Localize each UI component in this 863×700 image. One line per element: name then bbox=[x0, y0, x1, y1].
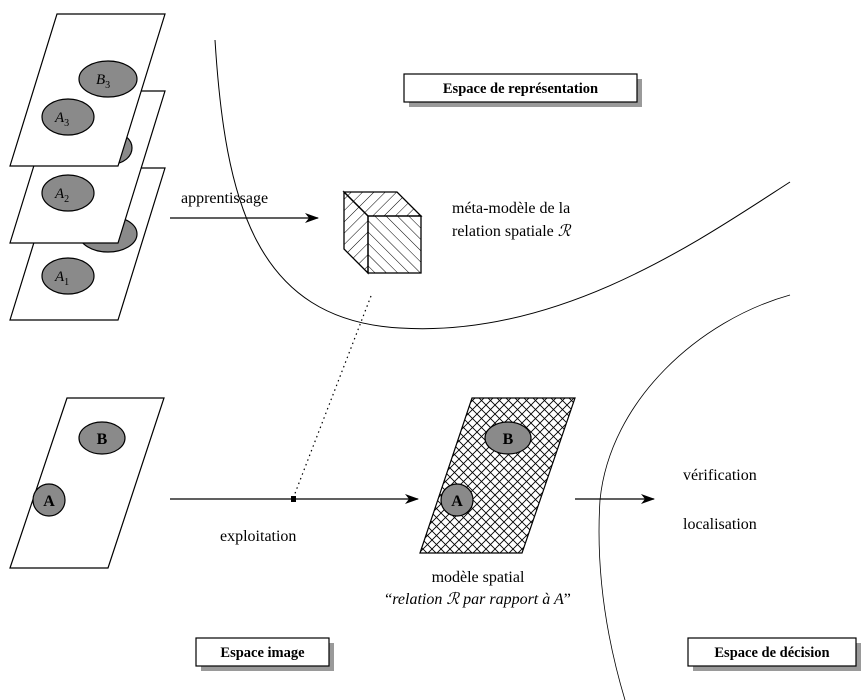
single-image-label-b: B bbox=[97, 431, 108, 448]
meta-model-cube bbox=[342, 190, 423, 275]
plane-3-ellipse-a bbox=[41, 98, 95, 136]
plane-stack: A1 A2 B3 A3 bbox=[9, 13, 166, 321]
single-image-label-a: A bbox=[43, 493, 55, 510]
plane-3-label-b: B3 bbox=[96, 72, 110, 91]
plane-2-label-a: A2 bbox=[54, 186, 69, 205]
spatial-model-ellipse-a bbox=[440, 483, 474, 517]
spatial-model-label: modèle spatial bbox=[432, 569, 525, 586]
plane-1-ellipse-a bbox=[41, 257, 95, 295]
svg-text:Espace de représentation: Espace de représentation bbox=[443, 81, 598, 97]
svg-text:Espace image: Espace image bbox=[220, 645, 305, 661]
plane-3: B3 A3 bbox=[9, 13, 166, 167]
verification-label: vérification bbox=[683, 467, 757, 484]
image-space-box: Espace image bbox=[195, 637, 334, 671]
exploitation-label: exploitation bbox=[220, 528, 296, 545]
exploitation-arrow-tick bbox=[291, 496, 296, 502]
spatial-model-label-b: B bbox=[503, 431, 514, 448]
representation-space-box: Espace de représentation bbox=[403, 73, 642, 107]
single-image-plane: B A bbox=[9, 397, 165, 569]
apprentissage-label: apprentissage bbox=[181, 190, 268, 207]
decision-space-box: Espace de décision bbox=[687, 637, 861, 671]
decision-boundary-curve bbox=[598, 294, 791, 700]
single-image-ellipse-a bbox=[32, 483, 66, 517]
meta-model-label-line1: méta-modèle de la bbox=[452, 200, 570, 217]
meta-model-label-line2: relation spatiale ℛ bbox=[452, 221, 572, 240]
plane-1-label-a: A1 bbox=[54, 269, 69, 288]
dotted-link bbox=[293, 295, 372, 497]
svg-text:Espace de décision: Espace de décision bbox=[714, 645, 829, 661]
spatial-model-ellipse-b bbox=[484, 421, 532, 455]
plane-2-ellipse-a bbox=[41, 174, 95, 212]
single-image-ellipse-b bbox=[78, 421, 126, 455]
plane-3-ellipse-b bbox=[78, 60, 138, 98]
spatial-model-label-a: A bbox=[451, 493, 463, 510]
spatial-model-caption: “relation ℛ par rapport à A” bbox=[385, 589, 571, 608]
spatial-model-plane: B A bbox=[419, 397, 576, 554]
plane-3-label-a: A3 bbox=[54, 110, 69, 129]
representation-boundary-curve bbox=[214, 39, 791, 330]
localisation-label: localisation bbox=[683, 516, 757, 533]
